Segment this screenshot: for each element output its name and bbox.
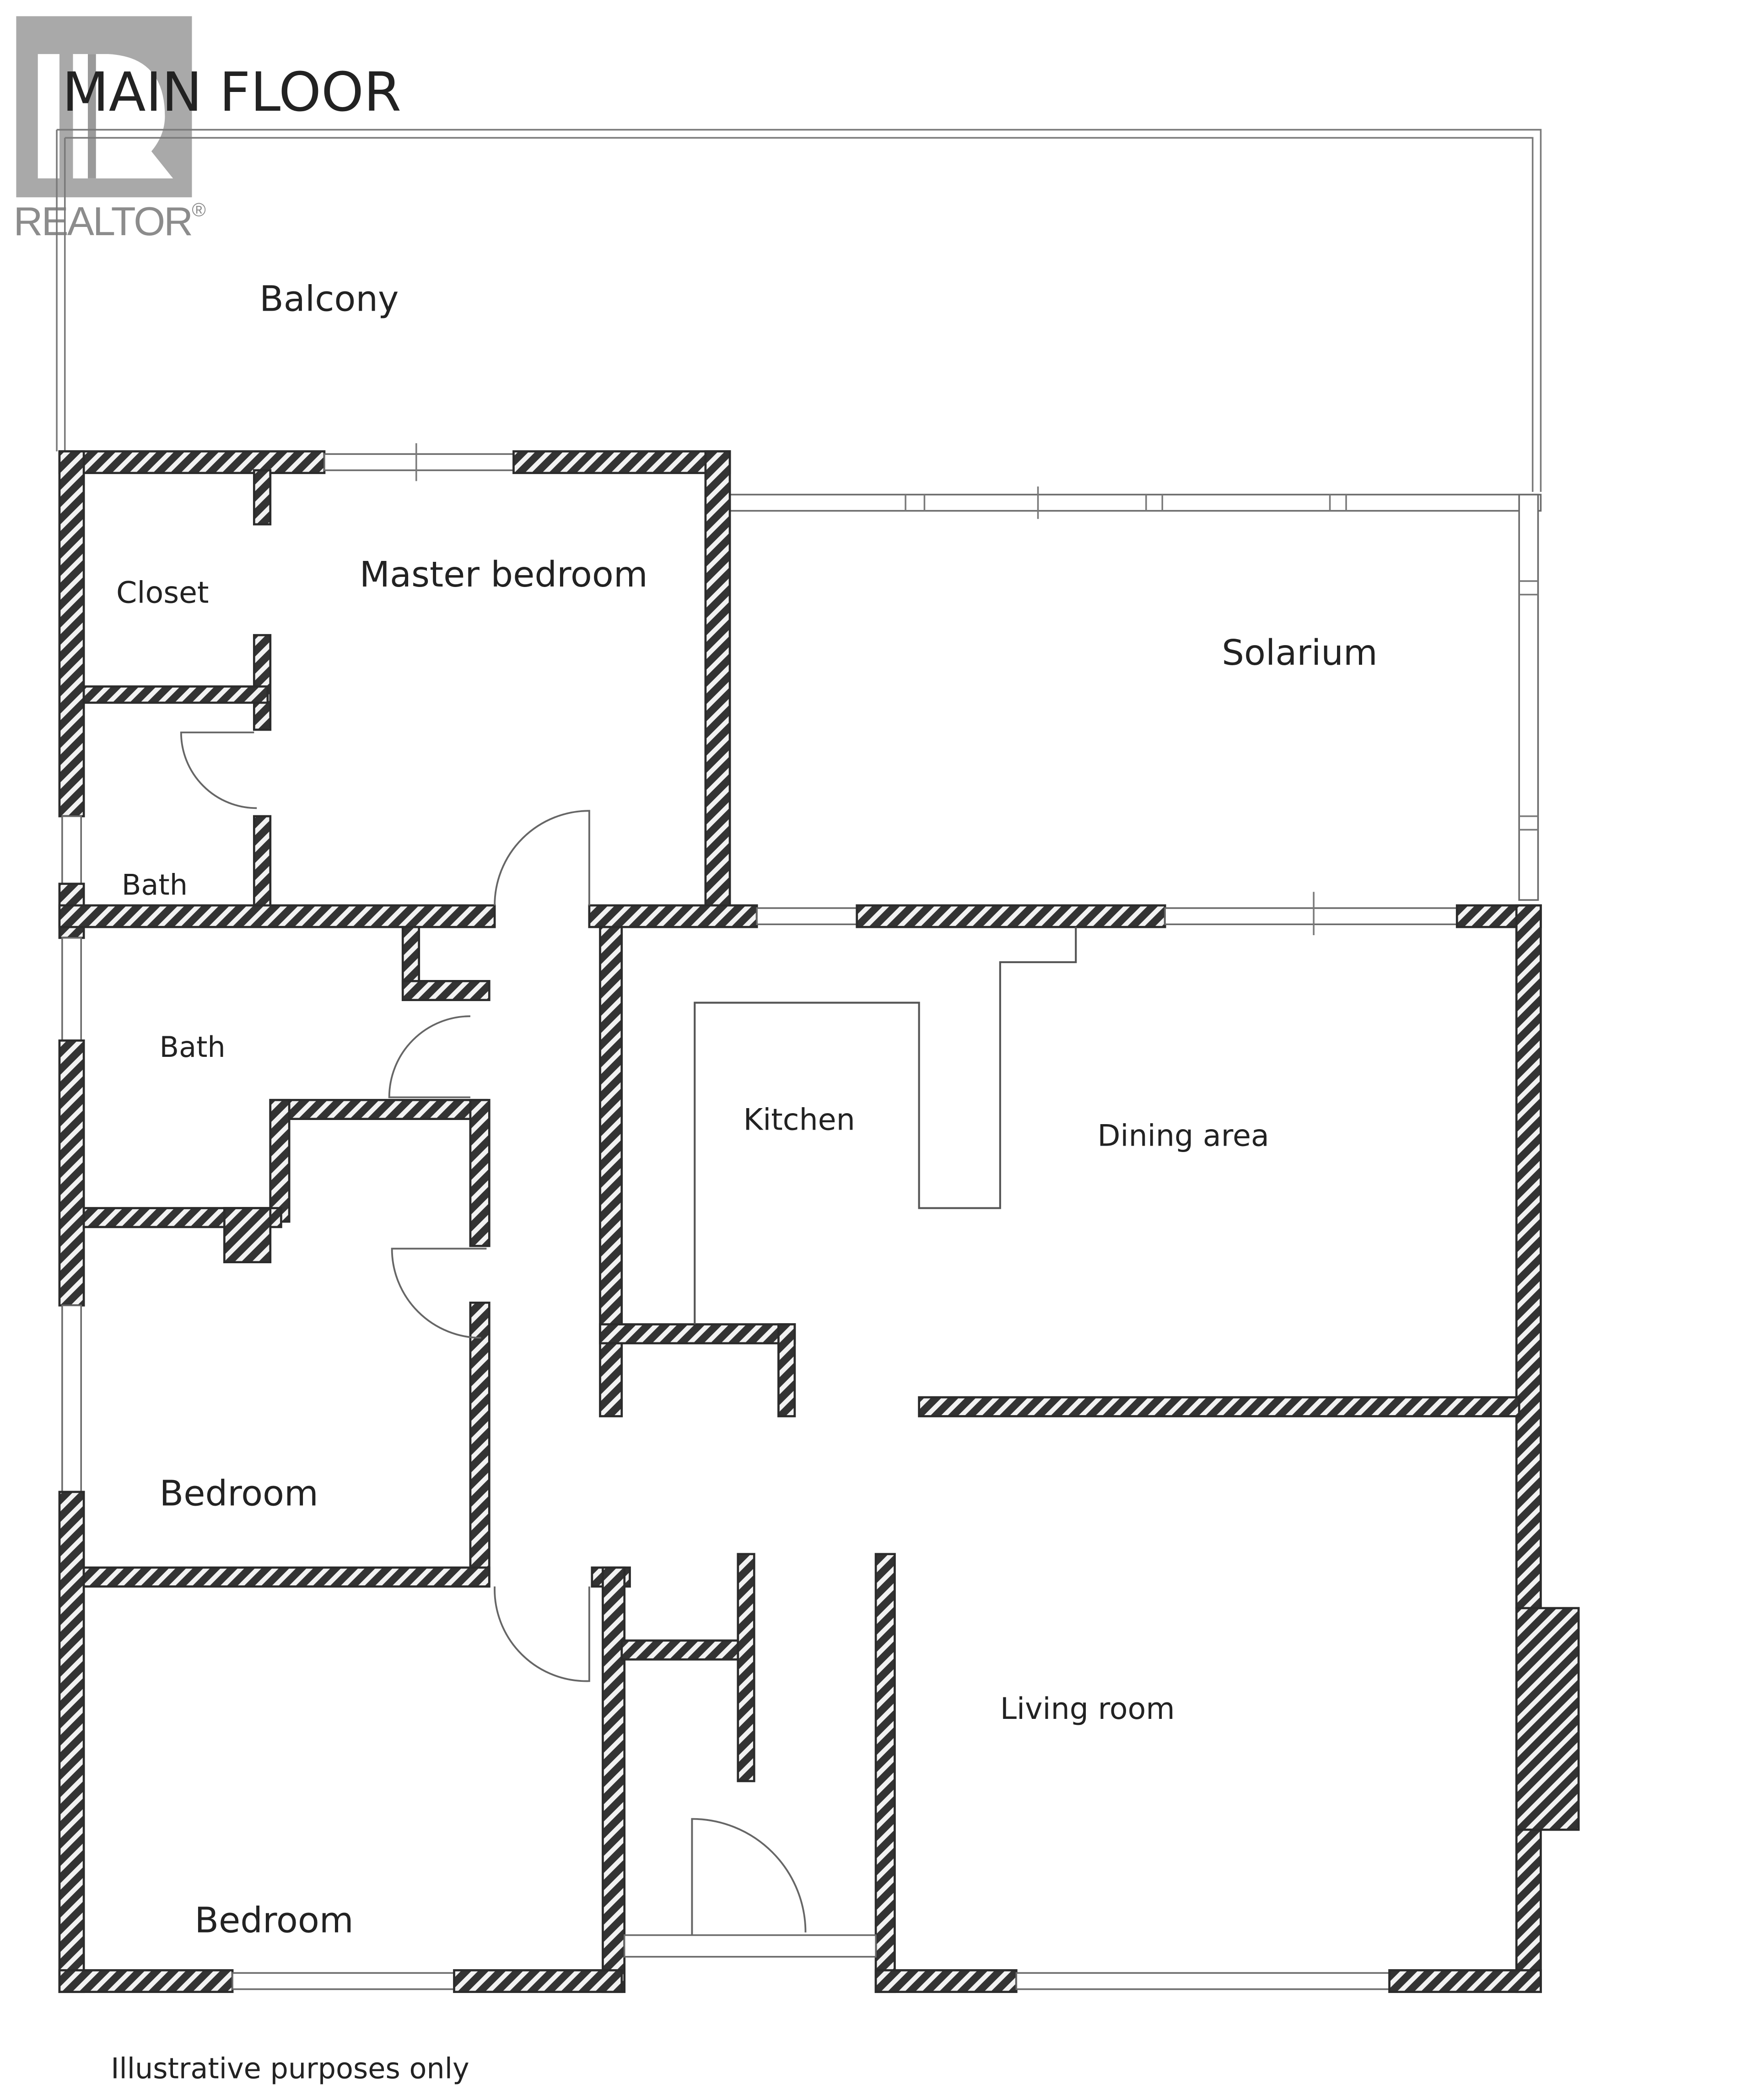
realtor-logo: REALTOR ® <box>14 16 206 244</box>
walls <box>58 443 1580 1993</box>
door-bath <box>388 1015 470 1098</box>
disclaimer-text: Illustrative purposes only <box>111 2052 469 2085</box>
room-label-master-bedroom: Master bedroom <box>360 555 648 595</box>
room-label-solarium: Solarium <box>1222 633 1377 673</box>
room-label-balcony: Balcony <box>259 279 399 319</box>
kitchen-counters <box>694 927 1077 1325</box>
room-labels: Balcony Closet Master bedroom Solarium B… <box>116 279 1378 1941</box>
door-bedroom2 <box>494 1586 590 1682</box>
door-master <box>494 810 590 905</box>
registered-mark: ® <box>192 199 205 221</box>
room-label-ensuite-bath: Bath <box>122 868 188 901</box>
room-label-kitchen: Kitchen <box>744 1103 855 1137</box>
door-ensuite <box>180 731 257 809</box>
watermark-text: REALTOR <box>14 199 192 244</box>
doors <box>180 731 807 1935</box>
door-entry <box>691 1818 807 1935</box>
room-label-living-room: Living room <box>1000 1692 1175 1726</box>
balcony-outline <box>56 129 1542 492</box>
page-title: MAIN FLOOR <box>62 60 401 124</box>
room-label-dining-area: Dining area <box>1098 1119 1269 1153</box>
room-label-bedroom-1: Bedroom <box>160 1473 318 1514</box>
solarium-glazing <box>729 486 1542 901</box>
room-label-bath: Bath <box>160 1030 226 1064</box>
door-bedroom1 <box>391 1248 487 1339</box>
room-label-closet: Closet <box>116 576 209 610</box>
room-label-bedroom-2: Bedroom <box>194 1901 353 1941</box>
